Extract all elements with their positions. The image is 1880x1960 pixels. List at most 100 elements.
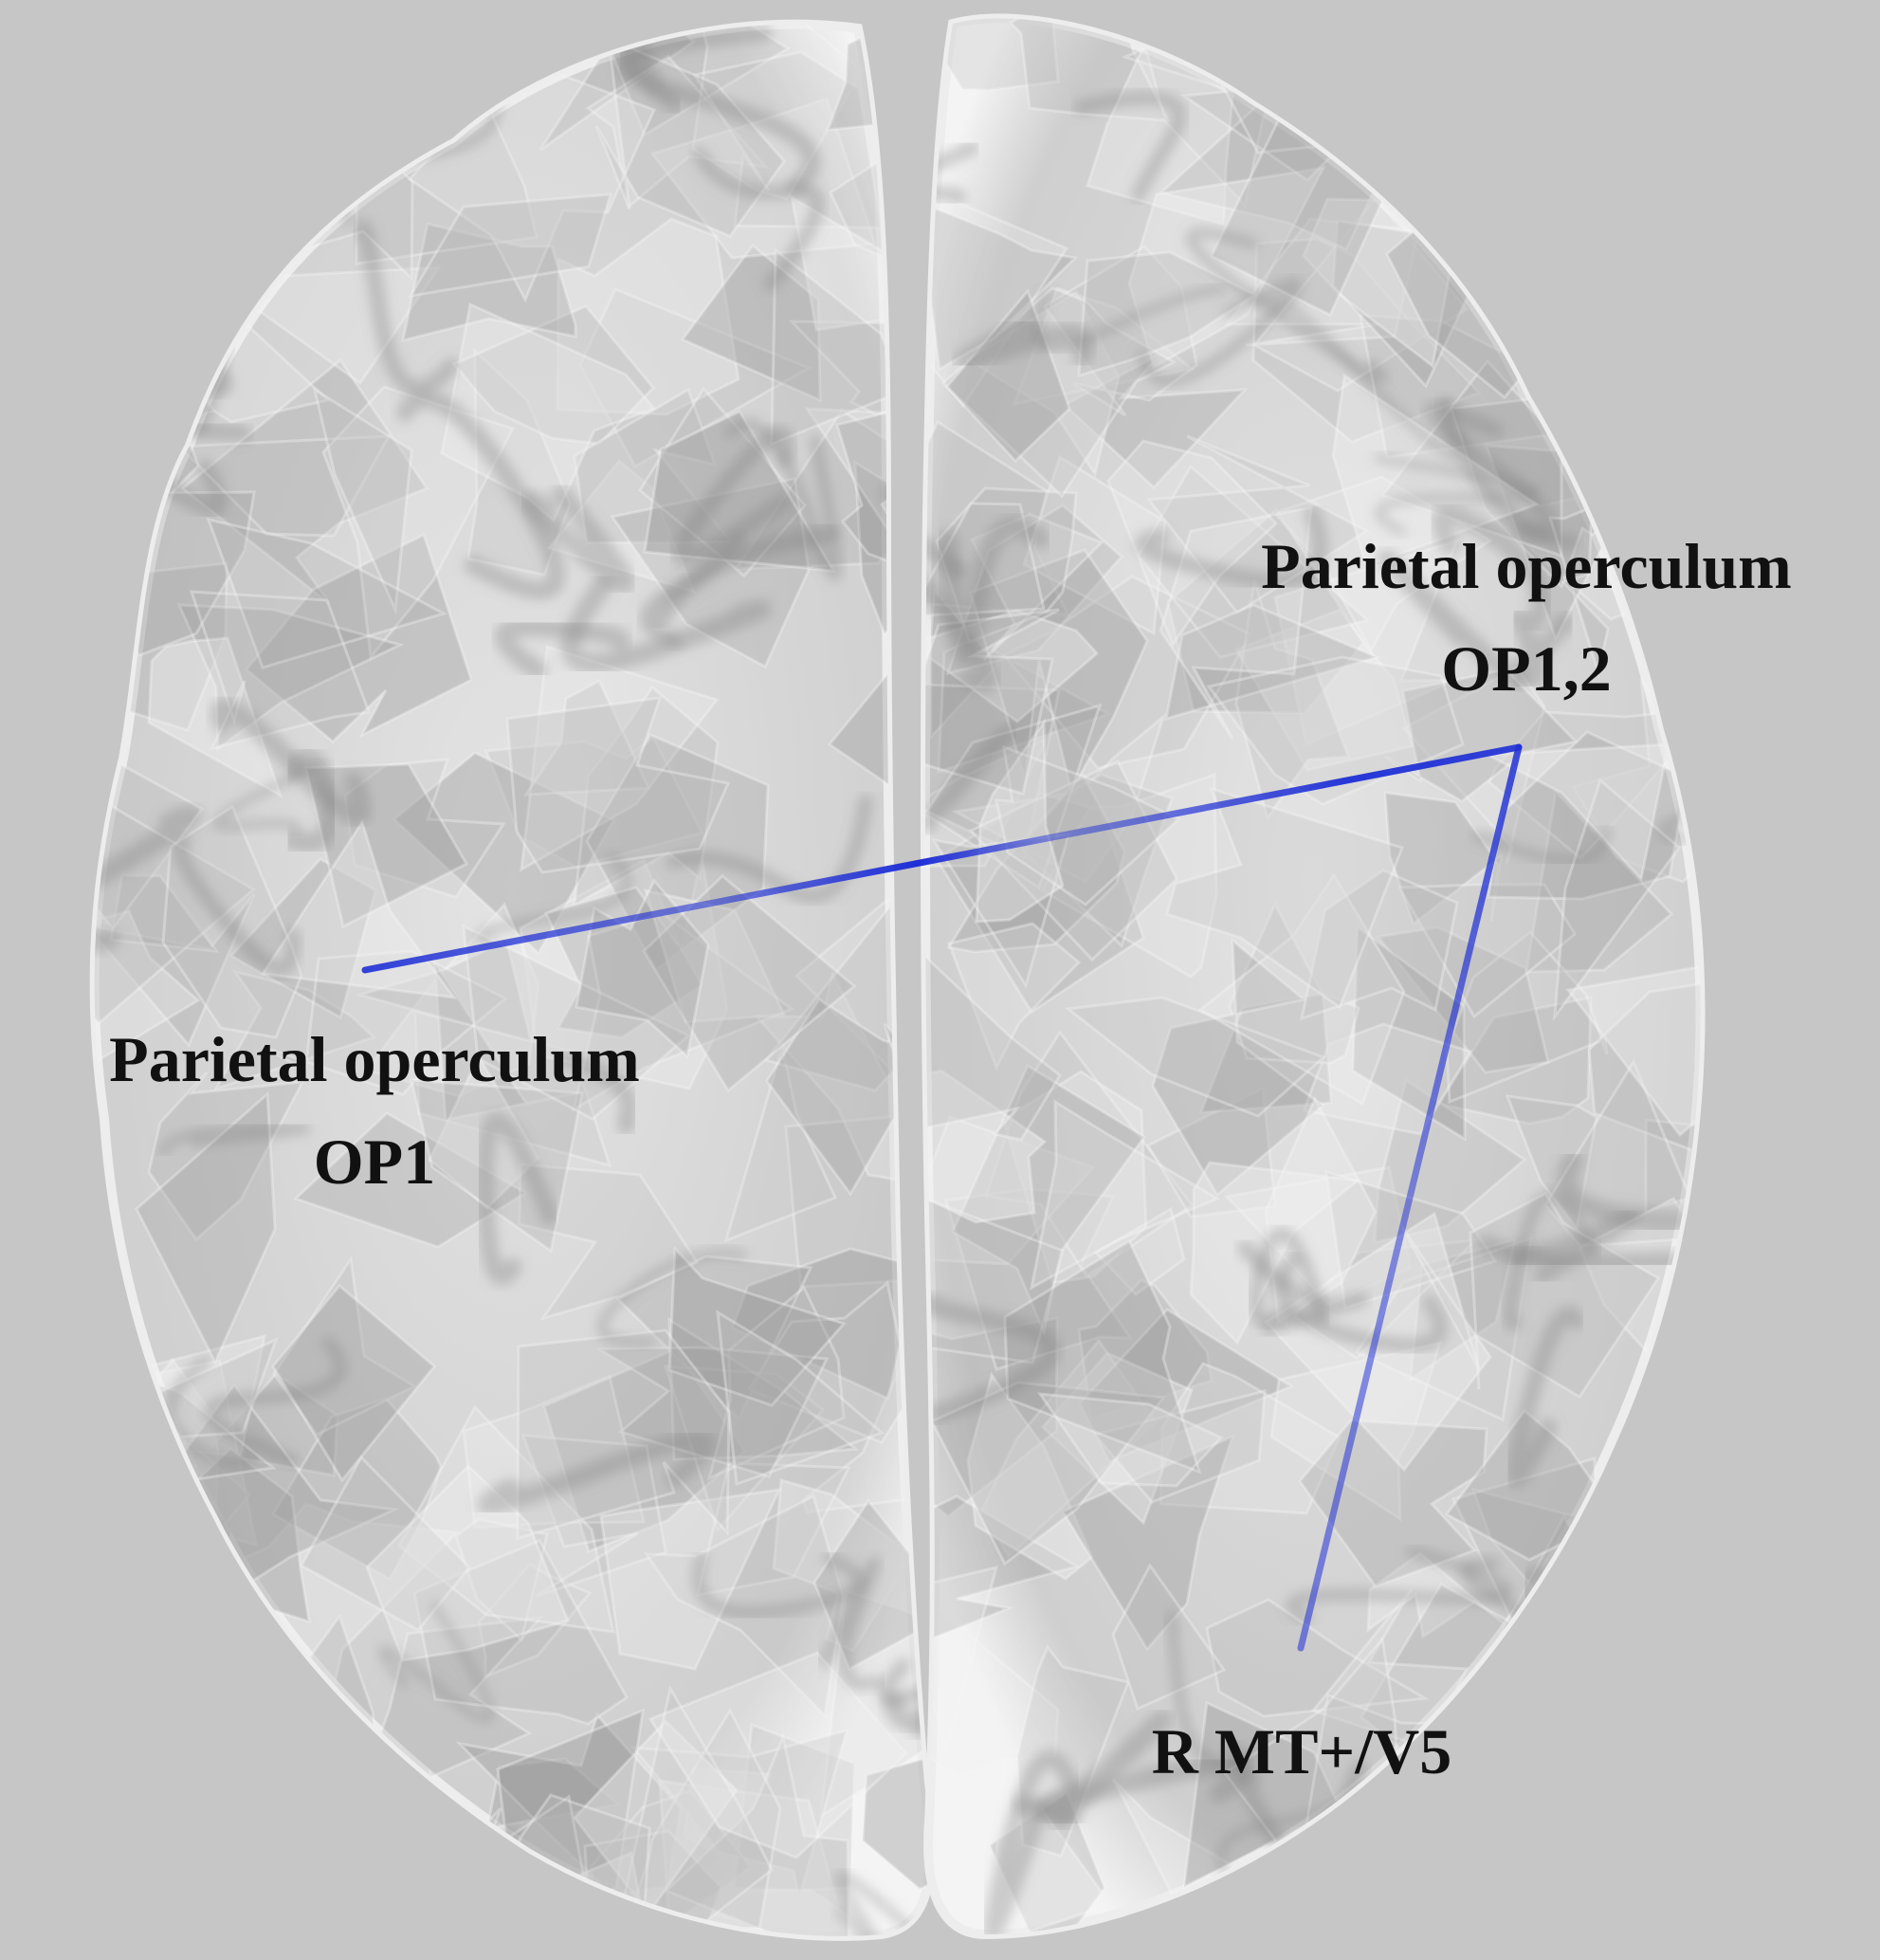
cortical-fold: [206, 517, 447, 669]
cortical-fold: [1198, 992, 1333, 1114]
cortical-fold: [924, 18, 1060, 92]
sulcus-shading: [159, 1123, 311, 1158]
cortical-fold: [1166, 507, 1365, 715]
cortical-fold: [1077, 1278, 1214, 1420]
cortical-fold: [1065, 996, 1326, 1118]
cortical-fold: [1565, 954, 1701, 1138]
cortical-fold: [1234, 579, 1351, 821]
cortical-fold: [1233, 608, 1415, 772]
cortical-fold: [260, 818, 458, 999]
connections: [361, 743, 1523, 1652]
cortical-fold: [135, 1090, 277, 1365]
sulcus-shading: [395, 390, 566, 600]
sulcus-shading: [692, 1551, 866, 1619]
cortical-fold: [455, 1713, 683, 1896]
cortical-fold: [1164, 603, 1381, 722]
cortical-fold: [680, 243, 822, 403]
sulcus-shading: [692, 147, 825, 292]
cortical-fold: [966, 1371, 1094, 1581]
sulcus-shading: [834, 1871, 931, 1936]
cortical-fold: [591, 24, 791, 137]
cortical-fold: [1383, 791, 1504, 926]
sulcus-shading: [560, 574, 772, 674]
cortical-fold: [1251, 195, 1469, 393]
cortical-fold: [642, 873, 857, 1093]
label-left-op-line2: OP1: [314, 1126, 435, 1198]
sulcus-shading: [1286, 1546, 1514, 1624]
cortical-fold: [523, 678, 651, 797]
cortical-fold: [1299, 869, 1459, 1021]
cortical-fold: [556, 217, 740, 416]
cortical-fold: [343, 758, 506, 899]
cortical-fold: [299, 1455, 472, 1632]
cortical-fold: [770, 247, 905, 447]
cortical-fold: [643, 888, 787, 1024]
cortical-fold: [1039, 772, 1218, 979]
cortical-fold: [1008, 18, 1171, 122]
cortical-fold: [573, 1718, 739, 1916]
cortical-fold: [683, 1767, 774, 1861]
cortical-fold: [585, 55, 770, 210]
cortical-fold: [1145, 1086, 1277, 1218]
cortical-fold: [397, 1404, 615, 1634]
cortical-fold: [1396, 883, 1577, 1019]
cortical-fold: [1324, 1169, 1498, 1310]
cortical-fold: [1078, 1308, 1295, 1463]
cortical-fold: [485, 1757, 622, 1830]
sulcus-shading: [558, 1050, 637, 1136]
sulcus-shading: [983, 1749, 1079, 1935]
cortical-fold: [663, 1365, 826, 1532]
cortical-fold: [1127, 166, 1326, 370]
cortical-fold: [1022, 454, 1167, 636]
sulcus-shading: [476, 1111, 559, 1285]
cortical-fold: [433, 958, 581, 1122]
sulcus-shading: [1509, 608, 1577, 689]
cortical-fold: [454, 1517, 549, 1642]
connection-right-op-to-right-mt: [1297, 743, 1523, 1652]
cortical-fold: [477, 1563, 593, 1679]
cortical-fold: [746, 1280, 909, 1444]
cortical-fold: [622, 1707, 782, 1933]
cortical-fold: [451, 304, 656, 446]
cortical-fold: [147, 1071, 305, 1242]
sulcus-shading: [639, 532, 746, 648]
cortical-fold: [924, 703, 1103, 890]
label-right-op-line1: Parietal operculum: [1261, 530, 1792, 602]
cortical-fold: [520, 645, 720, 872]
cortical-fold: [1376, 925, 1550, 1074]
cortical-fold: [94, 909, 201, 1095]
cortical-fold: [228, 857, 377, 1020]
sulcus-shading: [924, 509, 998, 693]
cortical-fold: [924, 199, 1079, 372]
cortical-fold: [1205, 1598, 1430, 1718]
sulcus-shading: [924, 724, 1015, 833]
cortical-fold: [1189, 1161, 1361, 1346]
cortical-fold: [1040, 1351, 1194, 1526]
cortical-fold: [413, 1010, 612, 1168]
cortical-fold: [975, 718, 1065, 924]
sulcus-shading: [671, 425, 795, 567]
cortical-fold: [979, 1338, 1158, 1559]
cortical-fold: [619, 1684, 774, 1929]
cortical-fold: [1159, 1362, 1342, 1515]
cortical-fold: [733, 1722, 856, 1918]
cortical-fold: [1331, 219, 1470, 389]
cortical-fold: [1224, 1165, 1413, 1307]
sulcus-shading: [1249, 1227, 1329, 1328]
sulcus-shading: [1438, 395, 1579, 551]
cortical-fold: [270, 1397, 443, 1582]
cortical-fold: [1151, 937, 1325, 1198]
sulcus-shading: [1137, 277, 1304, 387]
sulcus-shading: [616, 25, 821, 194]
sulcus-shading: [1657, 772, 1701, 844]
cortical-fold: [1093, 1206, 1186, 1296]
cortical-fold: [1092, 1389, 1267, 1504]
cortical-fold: [1077, 250, 1257, 378]
sulcus-shading: [1504, 1189, 1599, 1331]
cortical-fold: [1524, 788, 1674, 974]
cortical-fold: [364, 902, 540, 1098]
cortical-fold: [924, 1115, 1096, 1266]
sulcus-shading: [724, 418, 843, 582]
cortical-fold: [1228, 901, 1360, 1065]
